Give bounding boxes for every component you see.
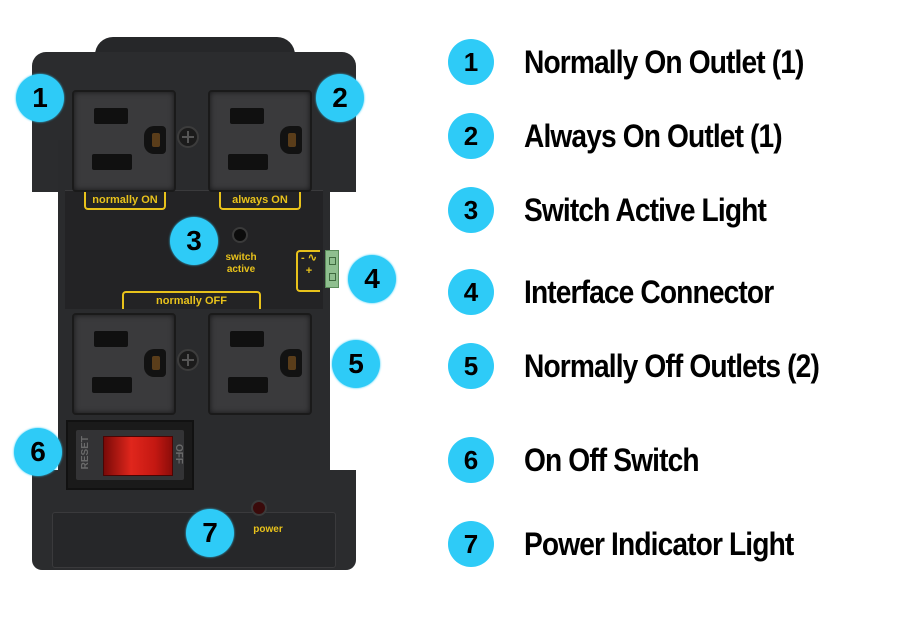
on-off-switch[interactable]: RESET OFF [66,420,194,490]
ground-hole [280,349,302,377]
switch-active-label: switch active [225,252,257,275]
outlet-slot [230,331,264,347]
normally-on-label: normally ON [84,192,166,210]
legend-label: Switch Active Light [524,191,767,228]
callout-badge-5: 5 [332,340,380,388]
normally-off-label: normally OFF [122,291,261,309]
ground-hole [144,349,166,377]
legend-badge: 6 [448,437,494,483]
power-strip-photo: normally ON always ON switch active - ∿ … [0,0,420,643]
normally-on-outlet [72,90,176,192]
callout-badge-1: 1 [16,74,64,122]
outlet-slot [92,377,132,393]
legend-badge: 5 [448,343,494,389]
outlet-slot [230,108,264,124]
always-on-label: always ON [219,192,301,210]
outlet-slot [92,154,132,170]
legend-item: 5 Normally Off Outlets (2) [448,342,859,390]
power-label: power [253,524,283,535]
legend-badge: 7 [448,521,494,567]
legend-label: Always On Outlet (1) [524,117,783,154]
outlet-slot [94,108,128,124]
always-on-outlet [208,90,312,192]
ground-hole [144,126,166,154]
connector-pin [329,257,336,265]
legend-item: 2 Always On Outlet (1) [448,112,817,160]
legend-badge: 4 [448,269,494,315]
callout-badge-4: 4 [348,255,396,303]
legend-item: 7 Power Indicator Light [448,520,830,568]
normally-off-outlet-2 [208,313,312,415]
interface-connector [325,250,339,288]
legend-label: Power Indicator Light [524,525,794,562]
legend-badge: 2 [448,113,494,159]
legend: 1 Normally On Outlet (1) 2 Always On Out… [448,0,916,643]
outlet-slot [94,331,128,347]
ground-hole [280,126,302,154]
normally-off-outlet-1 [72,313,176,415]
callout-badge-3: 3 [170,217,218,265]
legend-item: 1 Normally On Outlet (1) [448,38,842,86]
legend-badge: 3 [448,187,494,233]
legend-label: Normally On Outlet (1) [524,43,804,80]
rocker-switch[interactable] [103,436,173,476]
outlet-slot [228,154,268,170]
legend-label: Interface Connector [524,273,774,310]
callout-badge-2: 2 [316,74,364,122]
legend-badge: 1 [448,39,494,85]
legend-label: On Off Switch [524,441,700,478]
reset-label: RESET [80,436,91,470]
legend-label: Normally Off Outlets (2) [524,347,820,384]
connector-pin [329,273,336,281]
legend-item: 4 Interface Connector [448,268,807,316]
interface-label: - ∿ + [296,250,320,292]
switch-bezel: RESET OFF [76,430,184,480]
callout-badge-7: 7 [186,509,234,557]
legend-item: 6 On Off Switch [448,436,723,484]
legend-item: 3 Switch Active Light [448,186,799,234]
outlet-slot [228,377,268,393]
callout-badge-6: 6 [14,428,62,476]
off-label: OFF [173,444,184,464]
power-led [251,500,267,516]
screw-icon [177,126,199,148]
screw-icon [177,349,199,371]
switch-active-led [232,227,248,243]
